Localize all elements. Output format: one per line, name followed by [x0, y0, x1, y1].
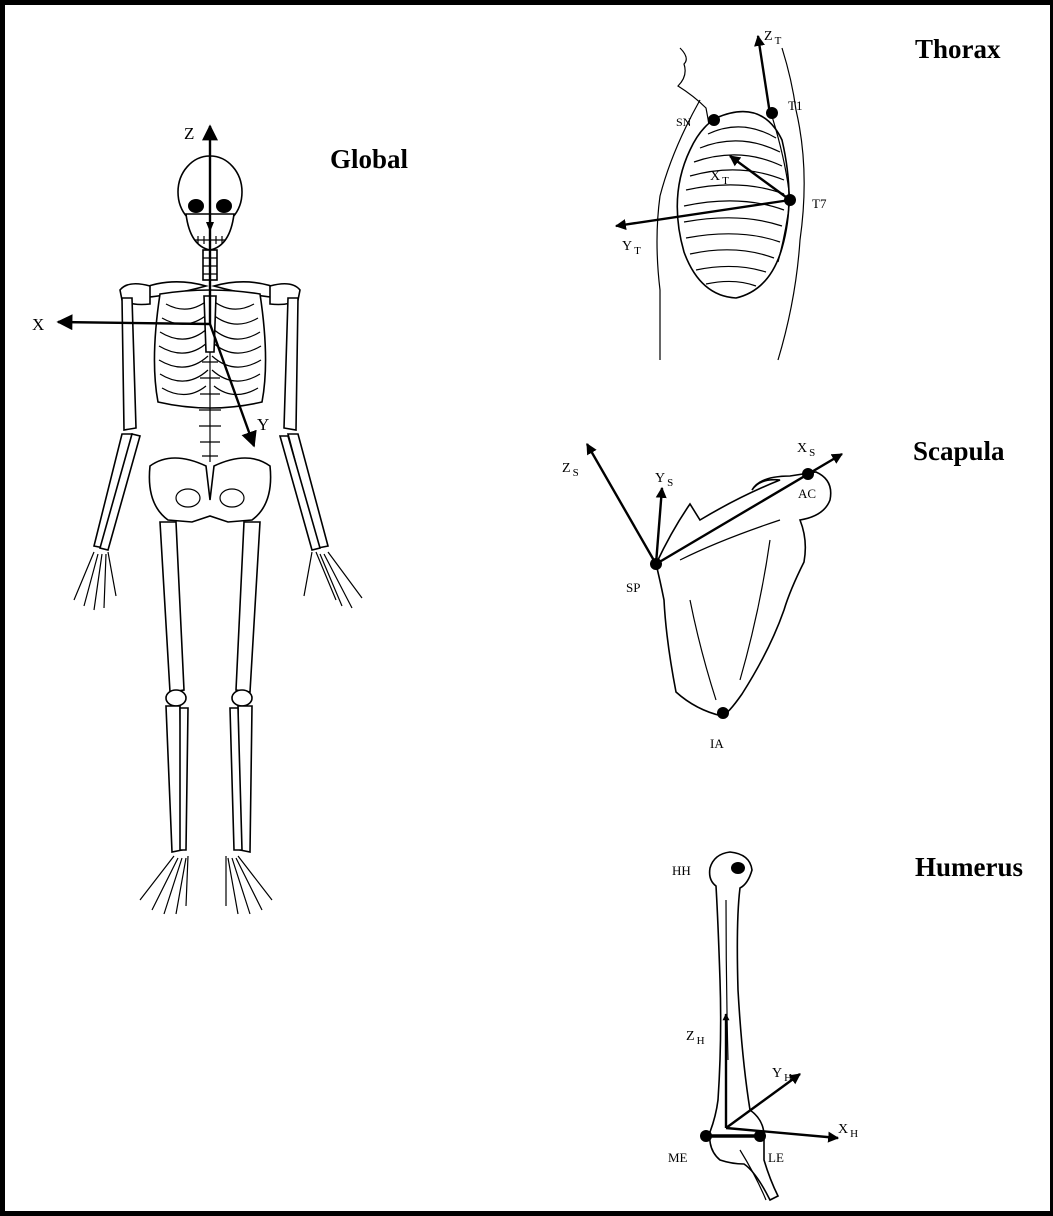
thorax-title: Thorax: [915, 34, 1001, 64]
humerus-me-label: ME: [668, 1150, 688, 1165]
thorax-t1-landmark: [766, 107, 778, 119]
scapula-z-axis: [587, 444, 656, 564]
humerus-le-label: LE: [768, 1150, 784, 1165]
scapula-sp-label: SP: [626, 580, 640, 595]
thorax-illustration: [657, 48, 804, 360]
scapula-ia-landmark: [717, 707, 729, 719]
scapula-ac-landmark: [802, 468, 814, 480]
global-x-label: X: [32, 315, 44, 334]
global-z-label: Z: [184, 124, 194, 143]
thorax-t1-label: T1: [788, 98, 802, 113]
global-panel: Z X Y Global: [32, 124, 409, 914]
scapula-illustration: [656, 472, 831, 716]
skeleton-illustration: [74, 156, 362, 914]
thorax-z-axis: [758, 36, 770, 114]
global-y-label: Y: [257, 415, 269, 434]
humerus-hh-label: HH: [672, 863, 691, 878]
thorax-sn-landmark: [708, 114, 720, 126]
thorax-t7-landmark: [784, 194, 796, 206]
thorax-sn-label: SN: [676, 115, 692, 129]
scapula-ia-label: IA: [710, 736, 724, 751]
humerus-title: Humerus: [915, 852, 1023, 882]
humerus-me-landmark: [700, 1130, 712, 1142]
thorax-t7-label: T7: [812, 196, 827, 211]
humerus-le-landmark: [754, 1130, 766, 1142]
scapula-sp-landmark: [650, 558, 662, 570]
scapula-ac-label: AC: [798, 486, 816, 501]
humerus-illustration: [710, 852, 778, 1200]
scapula-title: Scapula: [913, 436, 1005, 466]
global-title: Global: [330, 144, 409, 174]
